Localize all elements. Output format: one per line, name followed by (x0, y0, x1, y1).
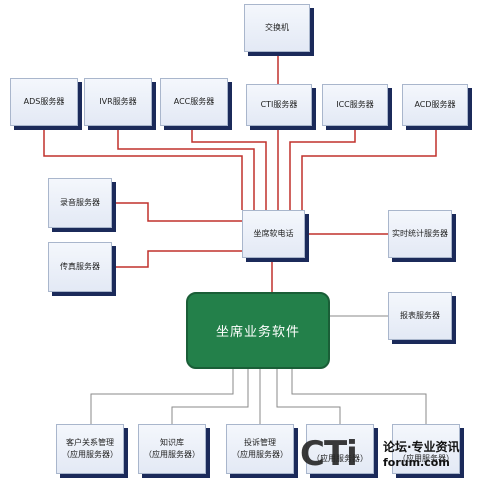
link-ivr-softphone (117, 126, 255, 210)
recording-server-label: 录音服务器 (60, 198, 100, 207)
crm-sub-label: （应用服务器） (62, 450, 118, 459)
fourth-app-sub-label: （应用服务器） (312, 454, 368, 463)
link-core-app4 (276, 369, 341, 424)
acc-server-label: ACC服务器 (173, 97, 215, 106)
cti-server-label: CTI服务器 (260, 100, 298, 109)
link-acc-softphone (191, 126, 267, 210)
realtime-stats-server-node: 实时统计服务器 (388, 210, 452, 258)
cti-logo: CTi (300, 434, 358, 474)
complaint-label: 投诉管理 (244, 438, 276, 447)
link-core-crm (90, 369, 234, 424)
icc-server-node: ICC服务器 (322, 84, 388, 126)
link-ads-softphone (43, 126, 243, 210)
link-fax-softphone (112, 250, 242, 268)
complaint-sub-label: （应用服务器） (232, 450, 288, 459)
knowledge-base-node: 知识库 （应用服务器） (138, 424, 206, 474)
report-server-node: 报表服务器 (388, 292, 452, 340)
acd-server-label: ACD服务器 (414, 100, 456, 109)
link-recording-softphone (112, 202, 242, 222)
icc-server-label: ICC服务器 (336, 100, 374, 109)
switch-label: 交换机 (265, 23, 289, 32)
acc-server-node: ACC服务器 (160, 78, 228, 126)
watermark-text-cn: 论坛·专业资讯 (383, 440, 460, 454)
fifth-app-sub-label: （应用服务器） (398, 454, 454, 463)
report-server-label: 报表服务器 (400, 311, 440, 320)
ads-server-label: ADS服务器 (23, 97, 65, 106)
fifth-app-node: （应用服务器） (392, 424, 460, 474)
ads-server-node: ADS服务器 (10, 78, 78, 126)
link-core-knowledge (171, 369, 249, 424)
watermark-text-en: forum.com (383, 456, 450, 469)
realtime-stats-server-label: 实时统计服务器 (392, 229, 448, 238)
cti-server-node: CTI服务器 (246, 84, 312, 126)
agent-business-software-label: 坐席业务软件 (215, 325, 300, 340)
complaint-management-node: 投诉管理 （应用服务器） (226, 424, 294, 474)
softphone-node: 坐席软电话 (242, 210, 305, 258)
fax-server-node: 传真服务器 (48, 242, 112, 292)
acd-server-node: ACD服务器 (402, 84, 468, 126)
knowledge-sub-label: （应用服务器） (144, 450, 200, 459)
knowledge-label: 知识库 (160, 438, 184, 447)
cti-forum-watermark: CTi 论坛·专业资讯 forum.com (300, 432, 478, 478)
ivr-server-label: IVR服务器 (99, 97, 137, 106)
softphone-label: 坐席软电话 (253, 229, 294, 238)
link-core-app5 (291, 369, 427, 424)
link-icc-softphone (289, 126, 356, 210)
link-acd-softphone (301, 126, 437, 210)
fourth-app-node: （应用服务器） (306, 424, 374, 474)
fax-server-label: 传真服务器 (60, 262, 100, 271)
crm-label: 客户关系管理 (66, 438, 114, 447)
switch-node: 交换机 (244, 4, 310, 52)
recording-server-node: 录音服务器 (48, 178, 112, 228)
agent-business-software-node: 坐席业务软件 (186, 292, 330, 369)
crm-app-node: 客户关系管理 （应用服务器） (56, 424, 124, 474)
ivr-server-node: IVR服务器 (84, 78, 152, 126)
